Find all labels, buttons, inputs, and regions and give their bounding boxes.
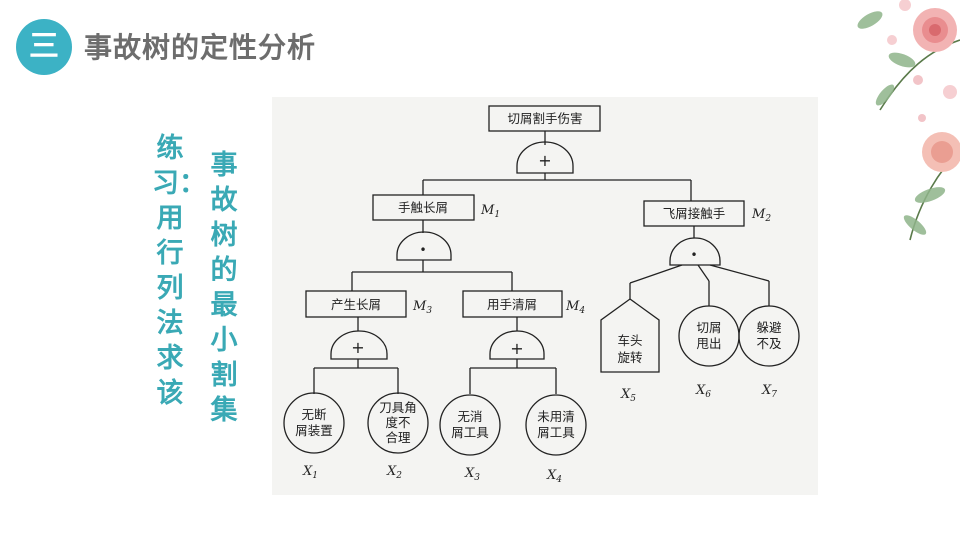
x5-house-event	[600, 298, 660, 373]
x2-label-line1: 刀具角	[379, 400, 417, 415]
m1-and-gate	[396, 231, 452, 261]
top-event-label: 切屑割手伤害	[507, 111, 582, 126]
x1-label-line2: 屑装置	[295, 423, 333, 438]
m4-label: 用手清屑	[487, 297, 537, 312]
x2-label-line3: 合理	[385, 430, 411, 445]
x5-label-line2: 旋转	[617, 350, 642, 365]
x3-basic-event	[439, 394, 501, 456]
m2-gate-symbol: •	[690, 248, 697, 262]
x4-label-line2: 屑工具	[537, 425, 575, 440]
m1-gate-symbol: •	[419, 243, 426, 257]
m2-symbol: M2	[751, 207, 771, 224]
x4-symbol: X4	[546, 468, 562, 485]
floral-decoration	[857, 0, 960, 241]
x4-label-line1: 未用清	[537, 409, 575, 424]
m2-label: 飞屑接触手	[663, 206, 726, 221]
fault-tree-image-panel: + • • + + 切屑割手伤害 手触长屑 飞屑接触手 产生长屑 用手清屑 M1…	[272, 97, 818, 495]
x1-label-line1: 无断	[301, 407, 326, 422]
m3-symbol: M3	[412, 299, 432, 316]
m2-and-gate	[669, 237, 721, 266]
m3-gate-symbol: +	[351, 338, 364, 357]
x7-basic-event	[738, 305, 800, 367]
x7-label-line1: 躲避	[756, 320, 782, 335]
m4-or-gate	[489, 330, 545, 360]
x5-label-line1: 车头	[617, 333, 642, 348]
m3-label: 产生长屑	[331, 297, 381, 312]
m4-symbol: M4	[565, 299, 585, 316]
m1-symbol: M1	[480, 203, 500, 220]
x1-basic-event	[283, 392, 345, 454]
x6-label-line2: 甩出	[696, 336, 721, 351]
x2-basic-event	[367, 392, 429, 454]
m4-event-box	[462, 290, 563, 318]
x7-symbol: X7	[761, 383, 777, 400]
section-number-badge: 三	[16, 19, 72, 75]
x2-symbol: X2	[386, 464, 402, 481]
m3-or-gate	[330, 330, 388, 360]
fault-tree-diagram: + • • + + 切屑割手伤害 手触长屑 飞屑接触手 产生长屑 用手清屑 M1…	[283, 105, 800, 485]
top-gate-symbol: +	[538, 151, 551, 170]
page-title: 事故树的定性分析	[84, 31, 317, 64]
x7-label-line2: 不及	[756, 336, 782, 351]
x1-symbol: X1	[302, 464, 318, 481]
x6-label-line1: 切屑	[696, 320, 721, 335]
x6-symbol: X6	[695, 383, 711, 400]
m3-event-box	[305, 290, 407, 318]
practice-instruction-text: 练习：用行列法求该	[152, 133, 206, 409]
m4-gate-symbol: +	[510, 339, 523, 358]
x3-label-line2: 屑工具	[451, 425, 489, 440]
x5-symbol: X5	[620, 387, 636, 404]
m1-label: 手触长屑	[398, 200, 448, 215]
subject-text: 事故树的最小割集	[210, 150, 238, 426]
x4-basic-event	[525, 394, 587, 456]
x2-label-line2: 度不	[385, 415, 410, 430]
x3-symbol: X3	[464, 466, 480, 483]
x3-label-line1: 无消	[457, 409, 482, 424]
top-or-gate	[516, 141, 574, 174]
